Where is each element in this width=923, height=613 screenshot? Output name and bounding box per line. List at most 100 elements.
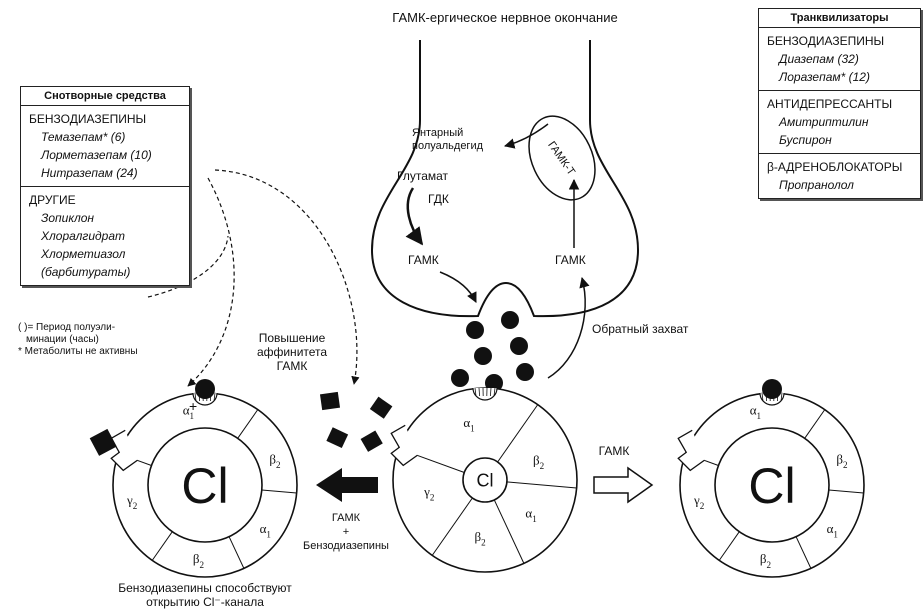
- subunit-divider: [804, 409, 826, 439]
- gaba-t-label: ГАМК-Т: [545, 139, 577, 178]
- nerve-terminal: [370, 40, 640, 318]
- subunit-divider: [506, 481, 577, 489]
- subunit-divider: [718, 531, 740, 561]
- benzodiazepine-binding-site: [110, 429, 138, 472]
- dashed-arrow-to-receptor: [187, 177, 235, 387]
- tranquilizers-box: Транквилизаторы БЕНЗОДИАЗЕПИНЫ Диазепам (…: [758, 8, 921, 199]
- drug-class-label: БЕНЗОДИАЗЕПИНЫ: [767, 34, 885, 48]
- subunit-divider: [493, 499, 525, 564]
- dashed-arrow-zopiclone: [147, 235, 229, 298]
- gaba-plus-bzd-2: +: [343, 526, 349, 538]
- gaba-molecule: [451, 369, 469, 387]
- subunit-label: γ2: [693, 492, 705, 511]
- chloride-channel: [147, 427, 263, 543]
- binding-site-hatch: [493, 387, 496, 397]
- subunit-label: α1: [183, 403, 194, 422]
- receptor-gaba-bound: Cl α1 β2 α1 β2 γ2: [677, 379, 865, 578]
- gaba-molecule: [516, 363, 534, 381]
- caption-2: открытию Cl⁻-канала: [146, 595, 264, 609]
- bound-gaba-molecule: [195, 379, 215, 399]
- benzodiazepine-binding-site: [677, 429, 705, 472]
- drug-item: Темазепам* (6): [41, 130, 126, 144]
- benzodiazepine-molecule: [326, 427, 349, 449]
- benzodiazepine-molecule: [319, 391, 341, 411]
- drug-item: Хлоралгидрат: [41, 229, 125, 243]
- binding-site-hatch: [194, 392, 197, 402]
- drug-item: Лоразепам* (12): [779, 70, 870, 84]
- left-action-arrow: [316, 468, 378, 502]
- binding-site-hatch: [474, 387, 477, 397]
- reuptake-arrow: [547, 276, 590, 379]
- subunit-label: α1: [827, 521, 838, 540]
- drug-class-label: ДРУГИЕ: [29, 193, 76, 207]
- drug-item: (барбитураты): [41, 265, 131, 279]
- subunit-label: β2: [269, 452, 281, 471]
- binding-site-hatch: [478, 387, 480, 397]
- chloride-channel: [714, 427, 830, 543]
- drug-item: Хлорметиазол: [41, 247, 126, 261]
- glutamate-to-gaba-arrow: [405, 187, 424, 246]
- subunit-label: γ2: [126, 492, 138, 511]
- subunit-label: γ2: [423, 484, 435, 503]
- subunit-label: β2: [836, 452, 848, 471]
- bound-gaba-molecule: [762, 379, 782, 399]
- drug-class-label: АНТИДЕПРЕССАНТЫ: [767, 97, 893, 111]
- subunit-divider: [431, 497, 473, 556]
- caption-1: Бензодиазепины способствуют: [118, 581, 292, 595]
- succinic-label-2: полуальдегид: [412, 140, 484, 152]
- gaba-t-enzyme: [528, 115, 596, 201]
- gaba-t-to-succinic-arrow: [503, 123, 549, 149]
- gaba-label-left: ГАМК: [408, 253, 439, 267]
- drug-item: Буспирон: [779, 133, 832, 147]
- affinity-label-1: Повышение: [259, 331, 326, 345]
- drug-item: Диазепам (32): [779, 52, 859, 66]
- affinity-label-3: ГАМК: [277, 359, 308, 373]
- drug-class-section: БЕНЗОДИАЗЕПИНЫ Диазепам (32) Лоразепам* (1…: [759, 28, 920, 91]
- legend: ( )= Период полуэли- минации (часы) * Ме…: [18, 322, 188, 358]
- binding-site-hatch: [213, 392, 216, 402]
- gaba-molecule: [474, 347, 492, 365]
- tranquilizers-title: Транквилизаторы: [759, 9, 920, 28]
- chloride-ion-label: Cl: [748, 458, 795, 514]
- legend-line: ( )= Период полуэли-: [18, 322, 116, 333]
- subunit-label: β2: [533, 453, 545, 472]
- drug-class-label: β-АДРЕНОБЛОКАТОРЫ: [767, 160, 903, 174]
- glutamate-label: Глутамат: [397, 169, 449, 183]
- subunit-divider: [795, 536, 812, 569]
- drug-class-section: БЕНЗОДИАЗЕПИНЫ Темазепам* (6) Лорметазепам…: [21, 106, 189, 187]
- succinic-label-1: Янтарный: [412, 127, 463, 139]
- gaba-plus-bzd-3: Бензодиазепины: [303, 540, 389, 552]
- gaba-plus-bzd-1: ГАМК: [332, 512, 361, 524]
- drug-item: Лорметазепам (10): [41, 148, 152, 162]
- affinity-label-2: аффинитета: [257, 345, 327, 359]
- gaba-to-cleft-arrow: [439, 271, 477, 303]
- bound-benzodiazepine: [89, 428, 117, 456]
- subunit-label: β2: [760, 551, 772, 570]
- drug-item: Амитриптилин: [779, 115, 869, 129]
- subunit-label: α1: [525, 506, 536, 525]
- chloride-channel: [462, 457, 508, 503]
- subunit-divider: [497, 404, 539, 463]
- gdk-label: ГДК: [428, 192, 449, 206]
- subunit-label: α1: [463, 415, 474, 434]
- drug-class-label: БЕНЗОДИАЗЕПИНЫ: [29, 112, 147, 126]
- potentiation-plus: +: [189, 398, 197, 414]
- subunit-label: α1: [260, 521, 271, 540]
- benzodiazepine-molecule: [360, 430, 383, 452]
- subunit-label: α1: [750, 403, 761, 422]
- drug-item: Зопиклон: [41, 211, 95, 225]
- subunit-divider: [228, 536, 245, 569]
- hypnotics-body: БЕНЗОДИАЗЕПИНЫ Темазепам* (6) Лорметазепам…: [21, 106, 189, 285]
- binding-site-hatch: [761, 392, 764, 402]
- terminal-title: ГАМК-ергическое нервное окончание: [392, 10, 617, 25]
- subunit-divider: [261, 489, 297, 494]
- right-gaba-arrow: [593, 466, 654, 504]
